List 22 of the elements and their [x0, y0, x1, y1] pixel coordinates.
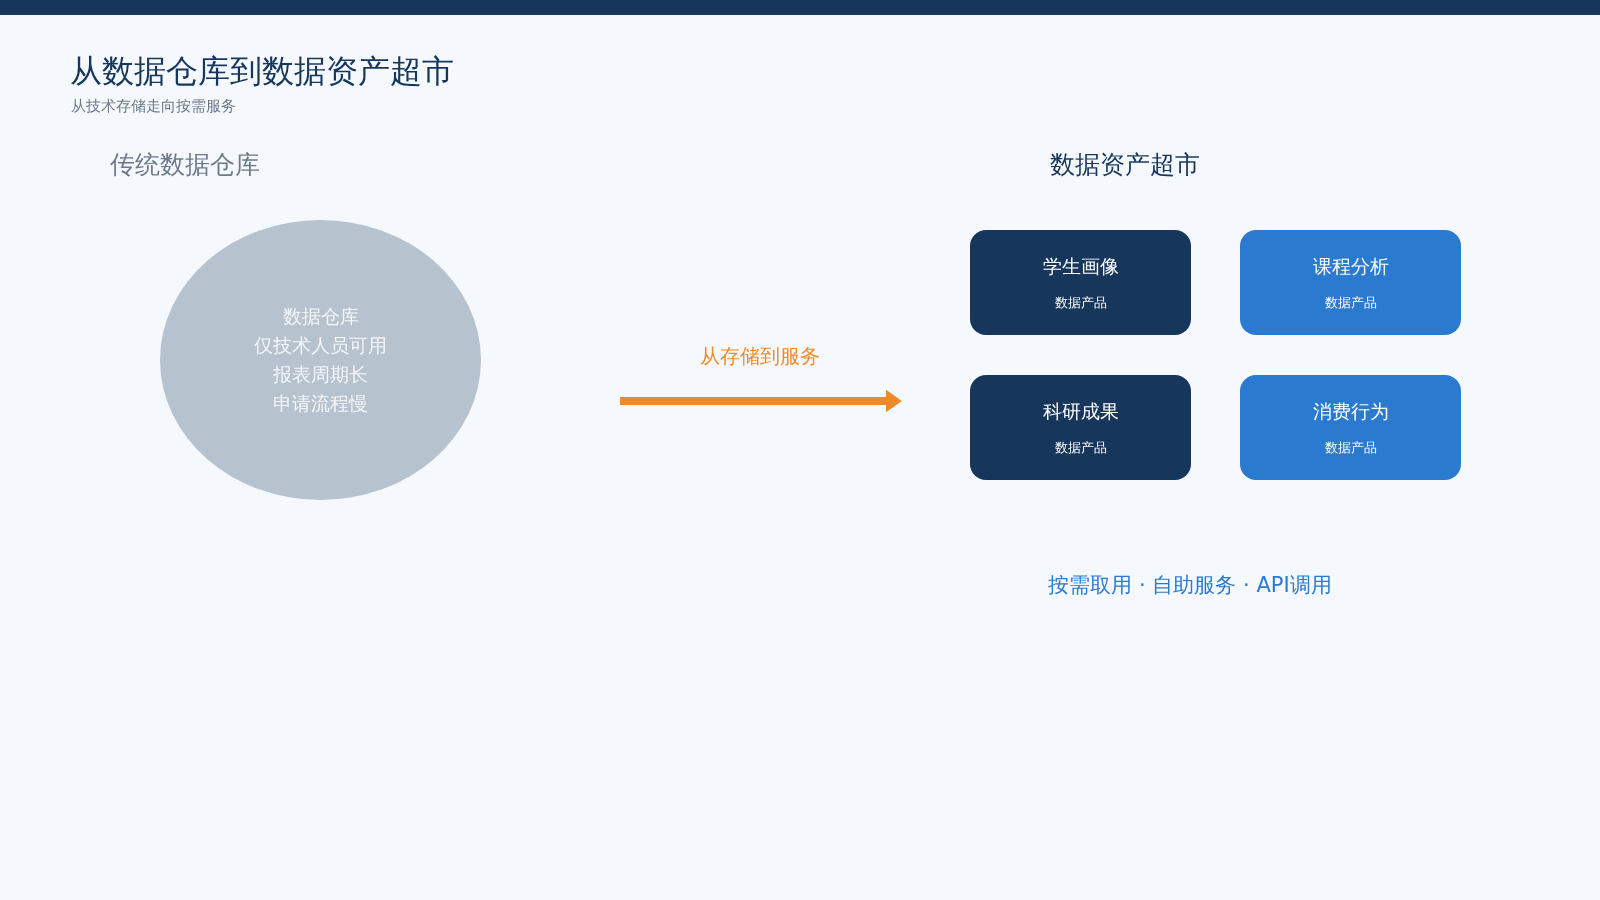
- node-text: 仅技术人员可用: [254, 333, 387, 358]
- card-title: 消费行为: [1312, 398, 1389, 424]
- tagline: 按需取用 · 自助服务 · API调用: [1047, 572, 1333, 599]
- card-subtitle: 数据产品: [1324, 293, 1377, 312]
- node-text: 申请流程慢: [273, 391, 368, 416]
- node-text: 报表周期长: [273, 362, 368, 387]
- subtitle: 从技术存储走向按需服务: [71, 97, 236, 116]
- node-text: 数据仓库: [282, 304, 359, 329]
- card-title: 科研成果: [1042, 398, 1119, 424]
- card-title: 学生画像: [1042, 253, 1119, 279]
- card-subtitle: 数据产品: [1054, 438, 1107, 457]
- product-card: [1240, 230, 1461, 335]
- card-subtitle: 数据产品: [1324, 438, 1377, 457]
- title: 从数据仓库到数据资产超市: [70, 51, 454, 92]
- product-card: [970, 375, 1191, 480]
- arrow-label: 从存储到服务: [699, 343, 821, 370]
- card-title: 课程分析: [1312, 253, 1389, 279]
- section-heading: 数据资产超市: [1049, 149, 1201, 181]
- card-subtitle: 数据产品: [1054, 293, 1107, 312]
- product-card: [1240, 375, 1461, 480]
- product-card: [970, 230, 1191, 335]
- section-heading: 传统数据仓库: [110, 149, 260, 181]
